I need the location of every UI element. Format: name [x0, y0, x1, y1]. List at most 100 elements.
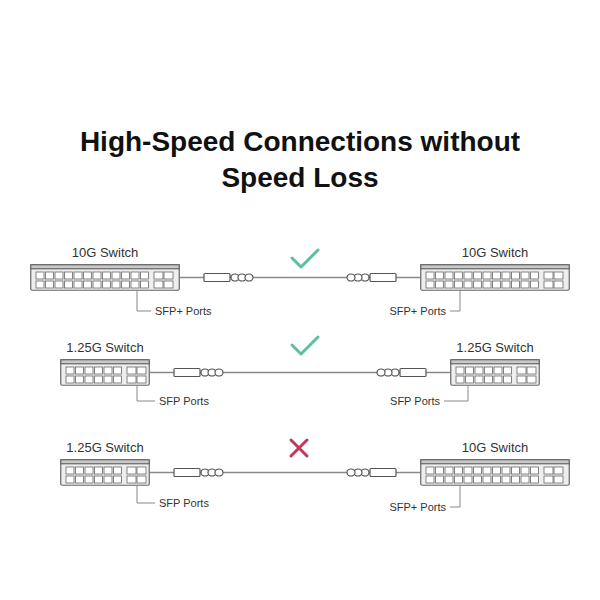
sfp-port	[137, 476, 146, 483]
rj45-port	[114, 376, 122, 383]
rj45-port	[55, 272, 63, 279]
rj45-port	[103, 272, 111, 279]
sfp-port	[127, 476, 136, 483]
switch-label: 1.25G Switch	[456, 340, 533, 355]
rj45-port	[493, 467, 501, 474]
network-switch: 1.25G Switch	[60, 359, 150, 386]
rj45-port	[426, 281, 434, 288]
rj45-port	[76, 367, 84, 374]
rj45-port	[502, 281, 510, 288]
network-switch: 1.25G Switch	[60, 459, 150, 486]
switch-top	[61, 460, 150, 464]
rj45-port	[483, 281, 491, 288]
rj45-port	[464, 272, 472, 279]
sfp-port	[127, 367, 136, 374]
switch-top	[451, 360, 540, 364]
switch-drawing	[60, 459, 150, 486]
leader-line	[137, 386, 155, 401]
network-switch: 10G Switch	[30, 264, 180, 291]
cable-boot	[377, 369, 385, 376]
rj45-port	[464, 476, 472, 483]
switch-label: 1.25G Switch	[66, 440, 143, 455]
rj45-port	[531, 281, 539, 288]
dac-cable	[150, 369, 450, 377]
sfp-plug	[400, 369, 426, 377]
rj45-port	[485, 367, 493, 374]
rj45-port	[502, 467, 510, 474]
port-label: SFP Ports	[389, 394, 441, 408]
rj45-port	[455, 476, 463, 483]
rj45-port	[436, 476, 444, 483]
switch-drawing	[60, 359, 150, 386]
rj45-port	[95, 376, 103, 383]
rj45-port	[474, 467, 482, 474]
rj45-port	[474, 281, 482, 288]
switch-drawing	[450, 359, 540, 386]
rj45-port	[104, 367, 112, 374]
rj45-port	[112, 281, 120, 288]
rj45-port	[455, 281, 463, 288]
rj45-port	[436, 272, 444, 279]
switch-top	[421, 460, 570, 464]
switch-drawing	[420, 264, 570, 291]
rj45-port	[141, 272, 149, 279]
sfp-port	[544, 476, 553, 483]
sfp-port	[544, 467, 553, 474]
leader-lines	[137, 291, 468, 507]
rj45-port	[85, 467, 93, 474]
network-switch: 10G Switch	[420, 264, 570, 291]
switch-body	[31, 265, 180, 291]
dac-cable	[180, 274, 420, 282]
rj45-port	[122, 281, 130, 288]
sfp-port	[554, 467, 563, 474]
rj45-port	[426, 272, 434, 279]
rj45-port	[445, 272, 453, 279]
switch-body	[61, 360, 150, 386]
rj45-port	[474, 476, 482, 483]
rj45-port	[512, 467, 520, 474]
check-mark	[292, 250, 318, 267]
rj45-port	[475, 367, 483, 374]
rj45-port	[114, 467, 122, 474]
switch-top	[421, 265, 570, 269]
rj45-port	[483, 272, 491, 279]
switch-body	[421, 460, 570, 486]
rj45-port	[76, 376, 84, 383]
rj45-port	[84, 272, 92, 279]
rj45-port	[475, 376, 483, 383]
rj45-port	[93, 281, 101, 288]
sfp-port	[554, 476, 563, 483]
port-label: SFP Ports	[158, 394, 210, 408]
check-mark	[292, 337, 318, 354]
rj45-port	[93, 272, 101, 279]
sfp-port	[517, 367, 526, 374]
rj45-port	[531, 476, 539, 483]
sfp-port	[544, 281, 553, 288]
port-label: SFP+ Ports	[388, 304, 447, 318]
rj45-port	[531, 467, 539, 474]
rj45-port	[84, 281, 92, 288]
sfp-plug	[174, 369, 200, 377]
rj45-port	[445, 476, 453, 483]
sfp-port	[517, 376, 526, 383]
sfp-port	[527, 367, 536, 374]
rj45-port	[521, 281, 529, 288]
rj45-port	[95, 476, 103, 483]
rj45-port	[464, 281, 472, 288]
rj45-port	[66, 376, 74, 383]
sfp-port	[137, 367, 146, 374]
switch-label: 10G Switch	[462, 440, 528, 455]
switch-body	[61, 460, 150, 486]
switch-label: 1.25G Switch	[66, 340, 143, 355]
switch-drawing	[30, 264, 180, 291]
rj45-port	[104, 476, 112, 483]
rj45-port	[104, 467, 112, 474]
switch-label: 10G Switch	[72, 245, 138, 260]
rj45-port	[36, 281, 44, 288]
rj45-port	[493, 281, 501, 288]
rj45-port	[512, 476, 520, 483]
rj45-port	[131, 281, 139, 288]
rj45-port	[74, 281, 82, 288]
rj45-port	[65, 281, 73, 288]
